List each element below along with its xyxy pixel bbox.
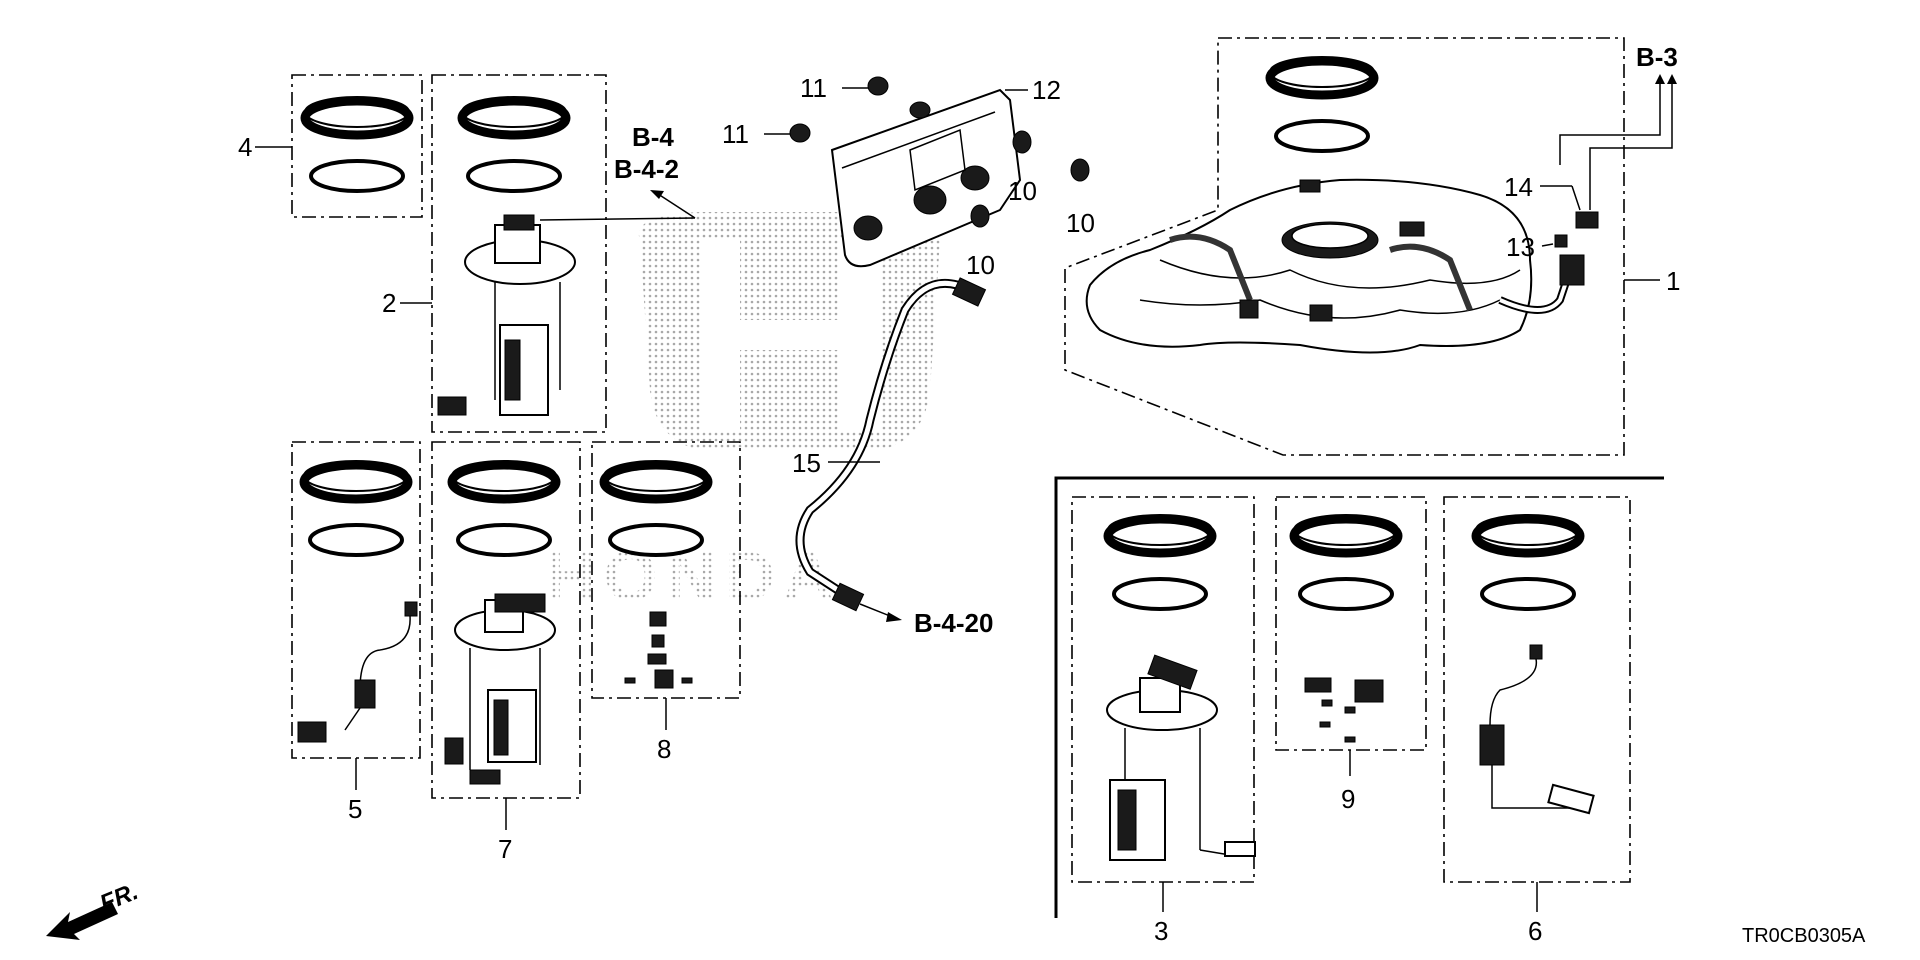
callout-3: 3: [1154, 916, 1168, 946]
fuel-pump-module-3: [1106, 654, 1256, 861]
part-13: 13: [1506, 232, 1568, 262]
lock-ring-seal-set: [1476, 515, 1580, 609]
callout-4: 4: [238, 132, 252, 162]
ref-label-b4-2: B-4-2: [614, 154, 679, 184]
group-7: 7: [431, 441, 581, 864]
reference-b4-20: B-4-20: [859, 603, 993, 638]
fuel-pump-module: [437, 214, 576, 416]
grommet-10-b: 10: [966, 204, 995, 280]
callout-5: 5: [348, 794, 362, 824]
reference-b3: B-3: [1559, 42, 1678, 210]
group-3: 3: [1071, 496, 1256, 946]
callout-13: 13: [1506, 232, 1535, 262]
lock-ring-seal-set: [1270, 57, 1374, 151]
callout-10b: 10: [966, 250, 995, 280]
group-5: 5: [291, 441, 421, 824]
ref-label-b4: B-4: [632, 122, 674, 152]
front-direction-arrow: FR.: [46, 878, 142, 940]
callout-6: 6: [1528, 916, 1542, 946]
ref-label-b3: B-3: [1636, 42, 1678, 72]
callout-12: 12: [1032, 75, 1061, 105]
group-box-1: [1064, 37, 1625, 456]
grommet-10-c: 10: [1066, 158, 1095, 238]
callout-11a: 11: [800, 73, 827, 103]
fuel-tank: [1085, 178, 1585, 354]
front-marker-label: FR.: [96, 878, 142, 918]
callout-7: 7: [498, 834, 512, 864]
group-9: 9: [1275, 496, 1427, 814]
group-1: 1: [1064, 37, 1680, 456]
lock-ring-seal-set: [452, 461, 556, 555]
lock-ring-seal-set: [305, 97, 409, 191]
pressure-regulator-kit-9: [1304, 677, 1384, 743]
group-8: 8: [591, 441, 741, 764]
ref-label-b4-20: B-4-20: [914, 608, 993, 638]
clip-11-upper: 11: [800, 73, 889, 103]
reference-b4: B-4 B-4-2: [539, 122, 696, 221]
group-box-9: [1275, 496, 1427, 751]
callout-10a: 10: [1008, 176, 1037, 206]
grommet-10-a: 10: [1008, 130, 1037, 206]
fuel-level-sensor-6: [1479, 644, 1595, 815]
group-box-4: [291, 74, 423, 218]
fuel-feed-hose: 15: [792, 277, 987, 612]
group-box-2: [431, 74, 607, 433]
lock-ring-seal-set: [1108, 515, 1212, 609]
callout-1: 1: [1666, 266, 1680, 296]
section-bracket: [1054, 476, 1664, 918]
callout-2: 2: [382, 288, 396, 318]
lock-ring-seal-set: [462, 97, 566, 191]
heat-shield: [830, 88, 1022, 268]
callout-10c: 10: [1066, 208, 1095, 238]
group-6: 6: [1443, 496, 1631, 946]
pressure-regulator-kit: [624, 611, 693, 689]
callout-15: 15: [792, 448, 821, 478]
group-box-6: [1443, 496, 1631, 883]
group-4: 4: [238, 74, 423, 218]
watermark-logo: HONDA: [545, 212, 942, 615]
fuel-pump-module-assembly: [444, 593, 556, 785]
fuel-level-sensor: [297, 601, 418, 743]
group-2: 2: [382, 74, 607, 433]
callout-11b: 11: [722, 119, 749, 149]
part-14: 14: [1504, 172, 1599, 229]
callout-9: 9: [1341, 784, 1355, 814]
clip-11-lower: 11: [722, 119, 811, 149]
callout-14: 14: [1504, 172, 1533, 202]
lock-ring-seal-set: [304, 461, 408, 555]
lock-ring-seal-set: [1294, 515, 1398, 609]
callout-8: 8: [657, 734, 671, 764]
diagram-code: TR0CB0305A: [1742, 925, 1866, 947]
